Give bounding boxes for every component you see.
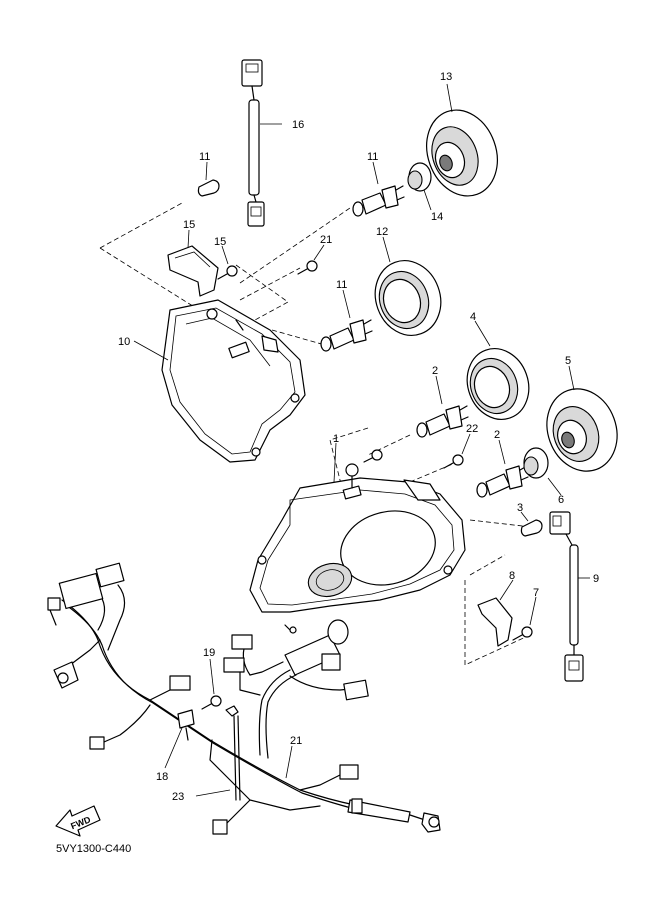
part-9-wire-lead: [549, 511, 584, 682]
callout-6: 6: [558, 494, 564, 506]
part-19-clamp: [177, 709, 195, 741]
callout-5: 5: [565, 355, 571, 367]
callout-12: 11: [199, 151, 210, 163]
part-22-wire-harness: [47, 562, 441, 835]
part-11-bulb-upper: [352, 185, 405, 217]
part-23-cable-tie: [225, 705, 241, 801]
callout-7: 7: [533, 587, 539, 599]
callout-18: 16: [292, 119, 304, 131]
callout-1: 1: [333, 433, 339, 445]
callout-13: 12: [376, 226, 388, 238]
leader-lines: [133, 83, 590, 797]
part-11-bulb-lower: [320, 319, 373, 352]
part-3-position-bulb: [520, 519, 543, 537]
callout-11-lower: 11: [336, 279, 347, 291]
diagram-code: 5VY1300-C440: [56, 843, 131, 855]
callout-20: 19: [203, 647, 215, 659]
callout-11-upper: 11: [367, 151, 378, 163]
part-16-screw: [217, 265, 238, 280]
callout-17: 15: [183, 219, 195, 231]
part-1-headlight-unit: [249, 449, 466, 613]
part-2-bulb-upper: [416, 405, 469, 438]
callout-22: 21: [290, 735, 302, 747]
part-10-headlight-housing-rear: [161, 299, 306, 463]
part-2-bulb-lower: [476, 465, 529, 498]
part-21-screw-upper: [297, 260, 318, 275]
part-8-bracket: [477, 597, 513, 647]
part-6-grommet: [523, 447, 549, 479]
forward-direction-arrow: FWD: [55, 805, 101, 837]
callout-2-lower: 2: [494, 429, 500, 441]
callout-10: 10: [118, 336, 130, 348]
callout-16: 15: [214, 236, 226, 248]
callout-14: 13: [440, 71, 452, 83]
part-14-cover-upper: [426, 109, 498, 197]
callout-8: 8: [509, 570, 515, 582]
part-7-screw: [512, 626, 533, 641]
callout-4: 4: [470, 311, 476, 323]
callout-21-lower: 22: [466, 423, 478, 435]
part-20-screw: [201, 695, 222, 710]
callout-21-upper: 21: [320, 234, 332, 246]
callout-19: 18: [156, 771, 168, 783]
callout-labels: 13 16 11 11 14 15 15 21 12 11 10 4 5 2 1…: [118, 71, 599, 803]
callout-15: 14: [431, 211, 443, 223]
callout-9: 9: [593, 573, 599, 585]
callout-2-upper: 2: [432, 365, 438, 377]
part-5-cover: [546, 388, 618, 472]
callout-3: 3: [517, 502, 523, 514]
part-4-socket-ring: [466, 348, 530, 420]
callout-23: 23: [172, 791, 184, 803]
part-18-wire-lead: [241, 59, 265, 227]
part-21-screw-lower: [443, 454, 464, 469]
part-13-socket-ring-upper: [374, 260, 442, 336]
part-12-position-bulb: [197, 179, 220, 197]
part-17-bracket: [167, 245, 219, 297]
part-15-grommet-upper: [407, 162, 432, 192]
